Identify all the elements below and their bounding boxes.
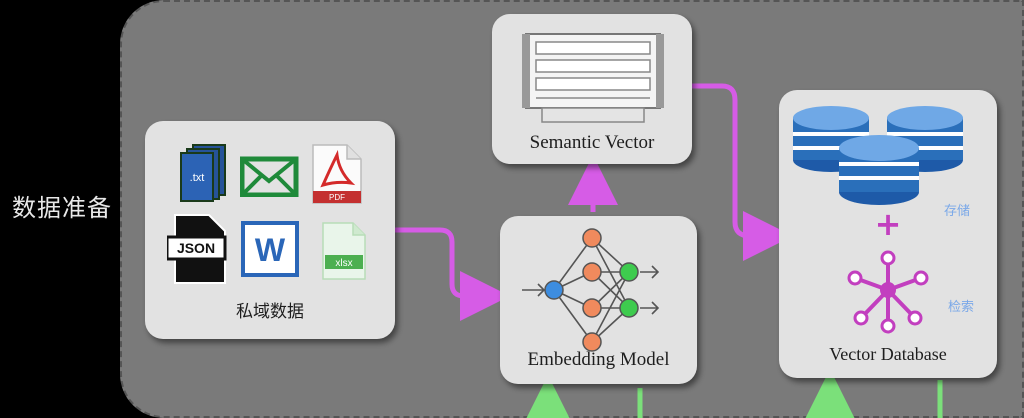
vector-rack-icon (522, 33, 664, 123)
word-icon-text: W (255, 232, 286, 268)
pdf-icon-text: PDF (329, 193, 345, 202)
embedding-model-label: Embedding Model (527, 349, 670, 370)
vector-database-card: + Vector Database (779, 90, 997, 378)
semantic-vector-card: Semantic Vector (492, 14, 692, 164)
word-file-icon: W (241, 221, 299, 277)
pdf-file-icon: PDF (312, 144, 362, 204)
arrow-vector-to-db (692, 83, 793, 261)
database-cylinders-icon (793, 106, 963, 205)
json-file-icon: JSON (167, 214, 227, 284)
txt-icon-text: .txt (190, 172, 205, 184)
tag-store: 存储 (944, 204, 971, 219)
arrow-private-to-embedding (395, 227, 510, 321)
neural-network-icon (522, 228, 660, 352)
side-label: 数据准备 (12, 194, 112, 222)
txt-file-icon: .txt (180, 144, 226, 202)
tag-search: 检索 (948, 300, 975, 315)
semantic-vector-label: Semantic Vector (529, 132, 655, 153)
vector-database-label: Vector Database (829, 344, 947, 364)
plus-sign: + (874, 205, 902, 243)
private-data-label: 私域数据 (236, 302, 304, 322)
mail-icon (240, 156, 299, 197)
private-data-card: .txt PDF JSON W xlsx 私域数据 (145, 121, 395, 339)
xlsx-icon-text: xlsx (335, 258, 352, 269)
graph-network-icon (847, 250, 929, 334)
json-icon-text: JSON (177, 240, 215, 256)
xlsx-file-icon: xlsx (322, 222, 366, 280)
embedding-model-card: Embedding Model (500, 216, 697, 384)
